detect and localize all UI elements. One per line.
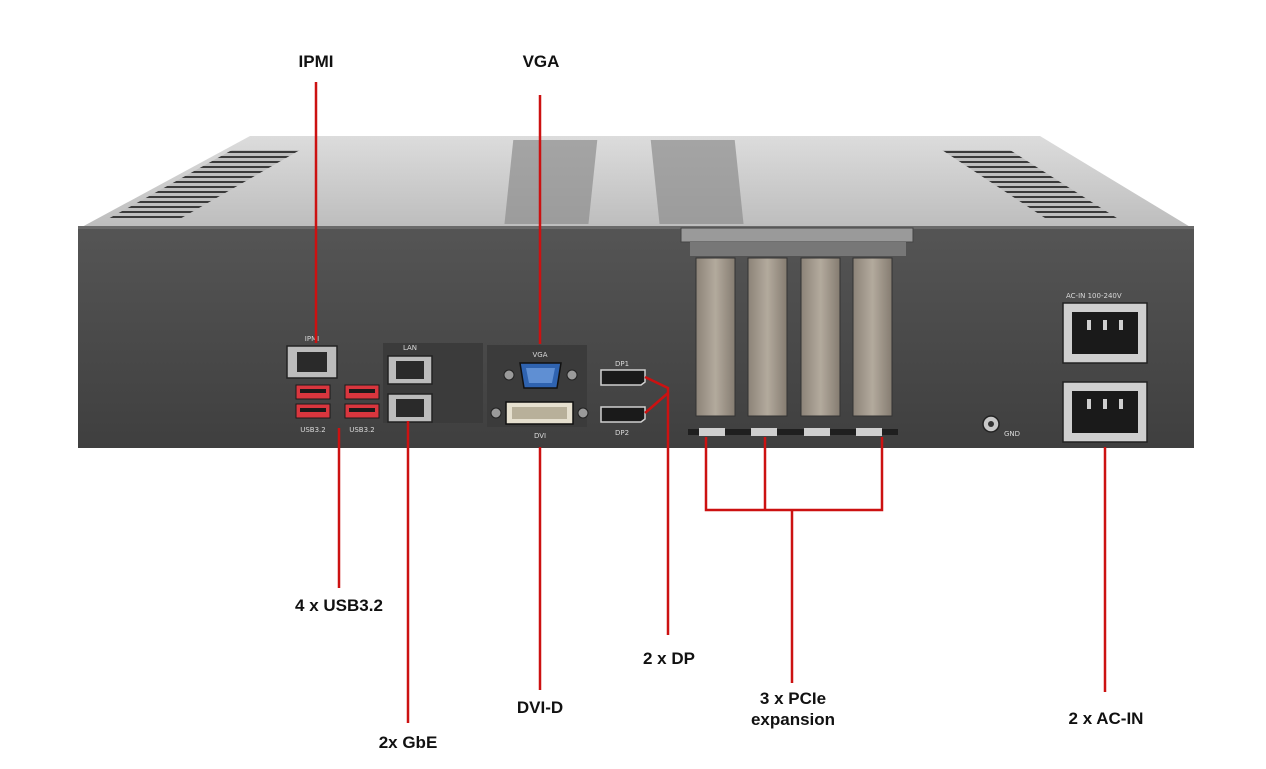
pcie-bracket-bar [680, 227, 914, 243]
lan-panel-label: LAN [403, 344, 417, 352]
usb-ports [295, 384, 380, 419]
leader-lines [314, 82, 1107, 723]
leader-dp [644, 375, 670, 635]
dp1-panel-label: DP1 [615, 360, 629, 368]
pcie-slot-covers [695, 257, 893, 417]
callout-usb: 4 x USB3.2 [295, 596, 383, 615]
callout-ipmi: IPMI [298, 52, 334, 71]
dp2-panel-label: DP2 [615, 429, 629, 437]
leader-dp2 [644, 392, 669, 414]
leader-pcie [704, 437, 884, 512]
dvi-panel-label: DVI [534, 432, 546, 440]
usb-right-panel-label: USB3.2 [349, 426, 375, 434]
top-stripe-right [650, 140, 744, 224]
callout-gbe: 2x GbE [378, 733, 438, 752]
pcie-slot-feet [688, 428, 898, 436]
vent-left [106, 150, 300, 220]
gnd-panel-label: GND [1004, 430, 1020, 438]
lan-port-1 [387, 355, 433, 385]
acin-panel-label: AC-IN 100-240V [1066, 292, 1122, 300]
dp1-port [600, 369, 646, 386]
chassis-top [80, 136, 1192, 228]
callout-pcie: 3 x PCIe expansion [750, 689, 836, 729]
dp2-port [600, 406, 646, 423]
vent-right [942, 150, 1120, 220]
ipmi-panel-label: IPMI [305, 335, 319, 343]
top-stripe-left [504, 140, 598, 224]
callout-vga: VGA [522, 52, 560, 71]
usb-left-panel-label: USB3.2 [300, 426, 326, 434]
vga-panel-label: VGA [532, 351, 547, 359]
chassis-rear-edge [78, 226, 1194, 229]
callout-dvi: DVI-D [516, 698, 564, 717]
callout-acin: 2 x AC-IN [1068, 709, 1144, 728]
callout-dp: 2 x DP [643, 649, 695, 668]
